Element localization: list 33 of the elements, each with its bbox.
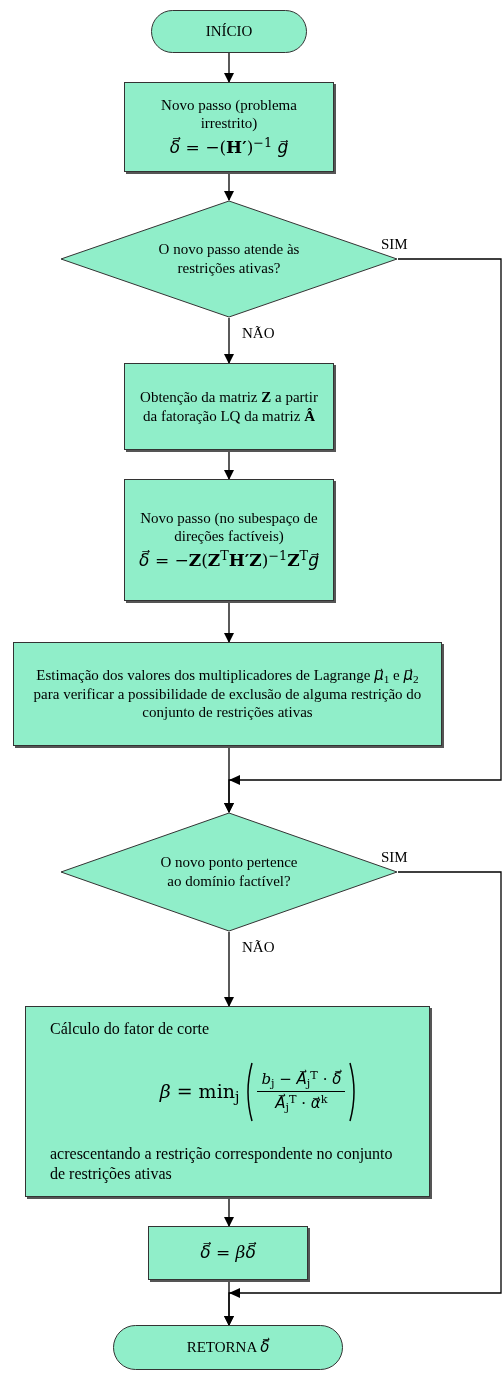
formula-denominator: A⃗$_{j}$$^{T}$ · α⃗$^{k}$ — [273, 1092, 329, 1115]
node-text: acrescentando a restrição correspondente no conjunto de restrições ativas — [50, 1144, 394, 1184]
arrow — [224, 600, 234, 643]
edge-label: NÃO — [241, 940, 276, 955]
formula-text: δ⃗ = −Z(Z$^{T}$H′Z)$^{−1}$Z$^{T}$g⃗ — [139, 550, 319, 572]
arrow — [224, 931, 234, 1007]
edge-label: SIM — [380, 850, 409, 865]
node-text: O novo ponto pertence ao domínio factível? — [159, 853, 299, 891]
arrow — [224, 317, 234, 364]
node-text: Obtenção da matriz Z a partir da fatoração LQ da matriz Â — [139, 387, 319, 426]
arrow — [224, 449, 234, 480]
node-text: INÍCIO — [205, 22, 253, 41]
edge-label: NÃO — [241, 326, 276, 341]
node-text: Estimação dos valores dos multiplicadores de Lagrange μ⃗$_{1}$ e μ⃗$_{2}$ para verificar a possibilidade de exclusão de alguma restrição do conjunto de restrições ativas — [32, 665, 423, 723]
formula-numerator: b$_{j}$ − A⃗$_{j}$$^{T}$ · δ⃗ — [260, 1068, 343, 1091]
arrow — [224, 52, 234, 83]
formula-text: β = min$_{j}$ — [159, 1079, 240, 1106]
node-text: O novo passo atende às restrições ativas? — [157, 240, 301, 278]
formula-text: δ⃗ = −(H′)$^{−1}$ g⃗ — [169, 137, 289, 159]
process-box — [124, 363, 334, 450]
node-text: Cálculo do fator de corte — [50, 1019, 211, 1039]
process-box — [124, 82, 334, 172]
node-text: RETORNA δ⃗ — [186, 1338, 270, 1357]
arrow — [224, 1196, 234, 1227]
process-box — [25, 1006, 430, 1197]
node-text: Novo passo (problema irrestrito) — [160, 95, 298, 134]
node-text: δ⃗ = βδ⃗ — [200, 1242, 256, 1264]
arrow — [224, 171, 234, 201]
process-box — [148, 1226, 308, 1280]
node-text: Novo passo (no subespaço de direções factíveis) — [139, 508, 319, 547]
process-box — [13, 642, 442, 746]
edge-label: SIM — [380, 237, 409, 252]
process-box — [124, 479, 334, 601]
